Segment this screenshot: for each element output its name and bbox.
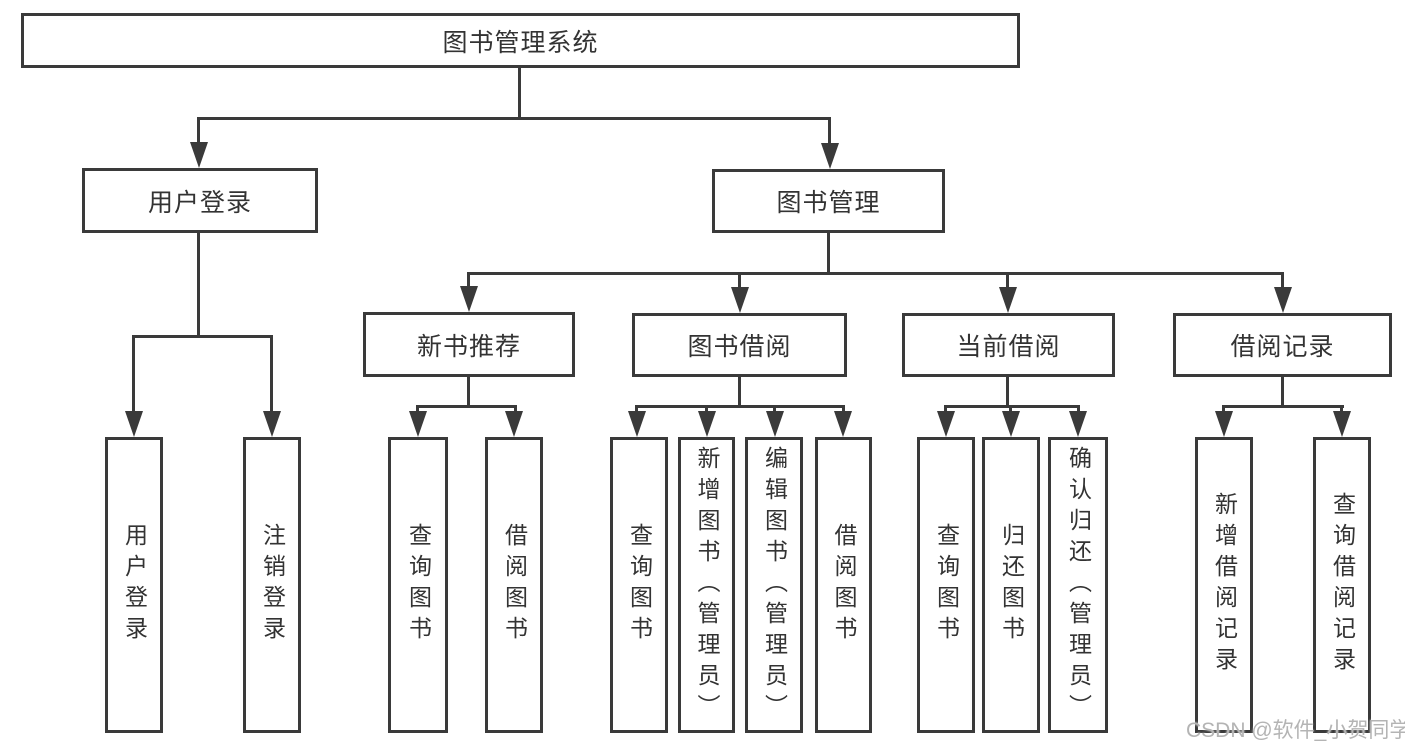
leaf-recommend-borrow-books: 借阅图书: [485, 437, 543, 733]
arrow-down-icon: [460, 286, 478, 312]
arrow-down-icon: [937, 411, 955, 437]
connector-line: [1281, 272, 1284, 289]
connector-line: [1222, 405, 1344, 408]
arrow-down-icon: [698, 411, 716, 437]
leaf-query-borrow-record: 查询借阅记录: [1313, 437, 1371, 733]
leaf-user-login: 用户登录: [105, 437, 163, 733]
leaf-add-books-admin: 新增图书（管理员）: [678, 437, 735, 733]
arrow-down-icon: [1215, 411, 1233, 437]
connector-line: [738, 272, 741, 289]
connector-line: [467, 272, 470, 288]
connector-line: [1281, 375, 1284, 408]
connector-line: [416, 405, 517, 408]
connector-line: [635, 405, 638, 413]
arrow-down-icon: [628, 411, 646, 437]
leaf-current-query-books: 查询图书: [917, 437, 975, 733]
connector-line: [1006, 272, 1009, 289]
node-new-book-recommend: 新书推荐: [363, 312, 575, 377]
leaf-confirm-return-admin: 确认归还（管理员）: [1048, 437, 1108, 733]
connector-line: [518, 66, 521, 118]
connector-line: [635, 405, 845, 408]
arrow-down-icon: [505, 411, 523, 437]
arrow-down-icon: [1274, 287, 1292, 313]
arrow-down-icon: [190, 142, 208, 168]
arrow-down-icon: [263, 411, 281, 437]
node-book-borrowing: 图书借阅: [632, 313, 847, 377]
connector-line: [197, 117, 200, 144]
leaf-recommend-query-books: 查询图书: [388, 437, 448, 733]
connector-line: [738, 374, 741, 408]
connector-line: [827, 230, 830, 275]
arrow-down-icon: [999, 287, 1017, 313]
connector-line: [270, 335, 273, 413]
connector-line: [944, 405, 947, 413]
connector-line: [944, 405, 1080, 408]
connector-line: [773, 405, 776, 413]
connector-line: [1077, 405, 1080, 413]
leaf-edit-books-admin: 编辑图书（管理员）: [745, 437, 803, 733]
connector-line: [132, 335, 273, 338]
arrow-down-icon: [731, 287, 749, 313]
arrow-down-icon: [1333, 411, 1351, 437]
connector-line: [514, 405, 517, 413]
connector-line: [705, 405, 708, 413]
leaf-borrowing-query-books: 查询图书: [610, 437, 668, 733]
leaf-borrow-books: 借阅图书: [815, 437, 872, 733]
node-book-management: 图书管理: [712, 169, 945, 233]
leaf-return-books: 归还图书: [982, 437, 1040, 733]
arrow-down-icon: [409, 411, 427, 437]
connector-line: [197, 117, 831, 120]
connector-line: [197, 230, 200, 337]
arrow-down-icon: [821, 143, 839, 169]
arrow-down-icon: [125, 411, 143, 437]
node-user-login: 用户登录: [82, 168, 318, 233]
connector-line: [1006, 374, 1009, 408]
connector-line: [1222, 405, 1225, 413]
connector-line: [467, 375, 470, 408]
leaf-logout: 注销登录: [243, 437, 301, 733]
csdn-watermark: CSDN @软件_小贺同学: [1186, 719, 1405, 742]
arrow-down-icon: [834, 411, 852, 437]
leaf-add-borrow-record: 新增借阅记录: [1195, 437, 1253, 733]
arrow-down-icon: [1069, 411, 1087, 437]
connector-line: [828, 117, 831, 145]
node-borrow-records: 借阅记录: [1173, 313, 1392, 377]
connector-line: [1340, 405, 1343, 413]
connector-line: [842, 405, 845, 413]
arrow-down-icon: [766, 411, 784, 437]
node-library-system: 图书管理系统: [21, 13, 1020, 68]
arrow-down-icon: [1002, 411, 1020, 437]
connector-line: [467, 272, 1284, 275]
node-current-borrowing: 当前借阅: [902, 313, 1115, 377]
connector-line: [132, 335, 135, 413]
connector-line: [416, 405, 419, 413]
connector-line: [1009, 405, 1012, 413]
